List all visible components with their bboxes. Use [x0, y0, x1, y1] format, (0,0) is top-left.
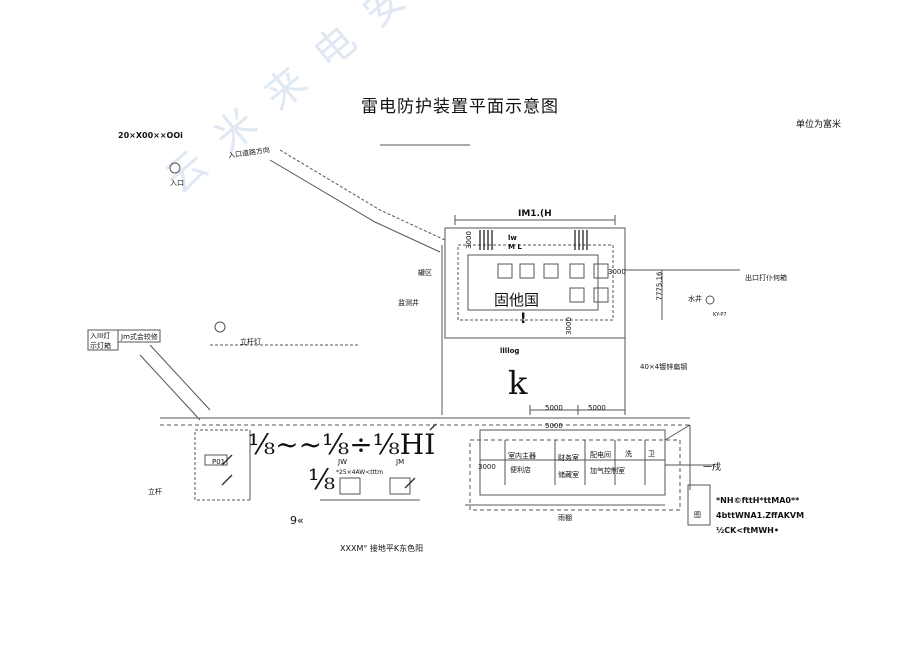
- room-7: 洗: [625, 450, 632, 458]
- page-title: 雷电防护装置平面示意图: [361, 97, 559, 117]
- legend-line-2: 4bttWNA1.ZffAKVM: [716, 511, 805, 520]
- footer-note: XXXM° 接地平K东色阳: [340, 544, 424, 553]
- tank-block-sub1: lw: [508, 234, 517, 242]
- label-tank-area: 罐区: [418, 269, 432, 277]
- dim-7775: 7775.16: [655, 271, 664, 301]
- tank-block-title: IM1.(H: [518, 209, 552, 219]
- tank-block-sub2: M L: [508, 243, 522, 251]
- legend-line-3: ½CK<ftMWH•: [716, 526, 779, 535]
- water-well-label: 水井: [688, 295, 702, 303]
- road-edge-upper: [279, 149, 446, 241]
- dim-3000-c: 3000: [564, 317, 573, 335]
- dim-5000-d: 5000: [545, 422, 563, 430]
- lamp-pole-1: 立杆灯: [240, 338, 261, 346]
- room-1: 室内主器: [508, 452, 536, 460]
- label-monitor-well: 监测井: [398, 299, 419, 307]
- room-3: 财务室: [558, 454, 579, 462]
- mark-exclaim: !: [520, 311, 527, 327]
- unit-note: 单位为富米: [796, 120, 842, 130]
- left-box-1: 入III灯: [90, 332, 111, 340]
- right-box: [687, 484, 711, 526]
- right-box-label: 图: [694, 511, 701, 519]
- left-box-3: Jm式会较修: [121, 333, 158, 341]
- left-box-2: 示灯箱: [90, 342, 111, 350]
- ocr-garbled-text: ⅛~~⅛÷⅛HI: [248, 428, 436, 461]
- label-jw: JW: [338, 458, 347, 466]
- small-fragment: llllog: [500, 347, 520, 355]
- label-p01: P01: [212, 458, 226, 466]
- room-2: 便利店: [510, 466, 531, 474]
- dim-5000-b: 5000: [588, 404, 606, 412]
- room-4: 储藏室: [558, 471, 579, 479]
- building-outline: [479, 429, 666, 496]
- scale-text: 20×X00××OOi: [118, 131, 183, 140]
- water-well-sub: KY-P7: [713, 312, 727, 318]
- building-bottom-label: 雨棚: [558, 514, 572, 522]
- room-6: 加气控制室: [590, 467, 625, 475]
- tank-area-dashed: [457, 244, 614, 321]
- legend-line-1: *NH©fttH*ttMA0**: [716, 496, 800, 505]
- dim-3000-a: 3000: [464, 231, 473, 249]
- num-9: 9«: [290, 514, 304, 527]
- dim-3000-b: 3000: [608, 268, 626, 276]
- label-entrance: 入口: [170, 179, 184, 187]
- tank-area-outline: [444, 227, 626, 339]
- right-small: 一戌: [703, 463, 722, 473]
- dim-5000-a: 5000: [545, 404, 563, 412]
- room-5: 配电间: [590, 451, 611, 459]
- dim-40x4: 40×4镀锌扁钢: [640, 363, 688, 371]
- dim-3000-d: 3000: [478, 463, 496, 471]
- room-8: 卫: [648, 450, 655, 458]
- lamp-pole-2: 立杆: [148, 488, 162, 496]
- exit-box-label: 出口打仆何箱: [745, 274, 787, 282]
- label-jm: JM: [396, 458, 405, 466]
- tank-block-text: 固他国: [494, 291, 540, 309]
- eighth-glyph: ⅛: [308, 463, 336, 496]
- wire-note: *25×4AW<tttm: [336, 469, 384, 476]
- letter-k: k: [508, 364, 528, 402]
